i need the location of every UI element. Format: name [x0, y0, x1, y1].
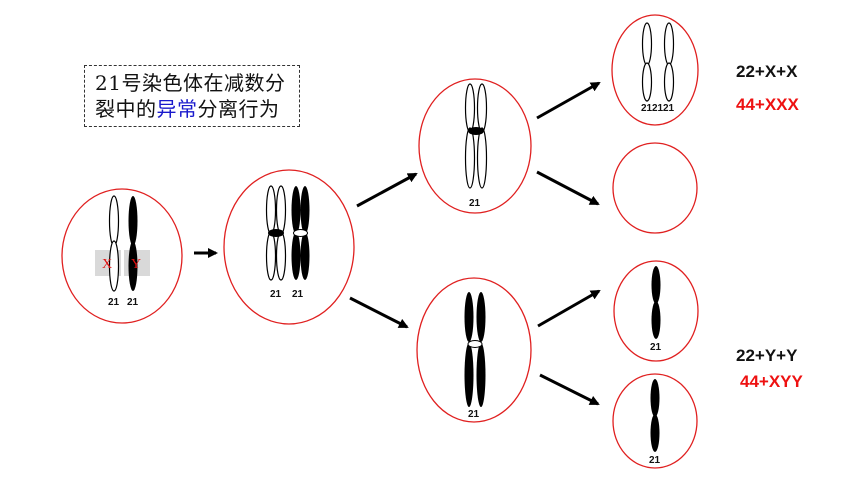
secondary-cell-top [418, 78, 532, 214]
gamete-1-chromatids [641, 22, 675, 102]
y-label: Y [131, 257, 141, 272]
gamete-cell-3 [613, 260, 699, 362]
primary-white-pair [265, 185, 287, 281]
arrow-secondary-bottom-to-gamete-4 [539, 373, 600, 406]
parent-cell [61, 188, 183, 324]
x-label: X [102, 257, 112, 272]
secondary-bottom-chromosome [464, 292, 486, 407]
result-bottom-zygote: 44+XYY [740, 372, 803, 391]
parent-chromatid-y [128, 196, 138, 291]
result-top-gamete: 22+X+X [736, 62, 798, 81]
gamete-cell-4 [612, 373, 698, 469]
title-line-1: 21号染色体在减数分 [95, 71, 286, 95]
primary-cell [223, 169, 355, 325]
secondary-cell-bottom [416, 277, 532, 423]
arrow-primary-to-secondary-bottom [349, 296, 409, 329]
title-line-2: 裂中的异常分离行为 [95, 96, 293, 122]
secondary-top-chromosome [464, 83, 488, 189]
secondary-top-label: 21 [469, 198, 481, 209]
result-bottom-gamete: 22+Y+Y [736, 346, 798, 365]
title-box: 21号染色体在减数分 裂中的异常分离行为 [84, 65, 300, 127]
arrow-secondary-bottom-to-gamete-3 [537, 289, 601, 328]
parent-chromatid-x [108, 195, 120, 292]
title-line-2-pre: 裂中的 [95, 97, 157, 121]
arrow-secondary-top-to-gamete-2 [536, 170, 600, 206]
gamete-1-label-b: 21 [652, 103, 664, 114]
gamete-4-chromatid [650, 379, 660, 452]
result-top-zygote: 44+XXX [736, 95, 799, 114]
gamete-1-label-c: 21 [663, 103, 675, 114]
primary-label-2: 21 [292, 289, 304, 300]
gamete-3-chromatid [651, 266, 661, 339]
title-line-2-post: 分离行为 [197, 97, 280, 121]
gamete-1-label-a: 21 [641, 103, 653, 114]
parent-chrom-label-2: 21 [127, 297, 139, 308]
title-highlight: 异常 [156, 97, 198, 121]
gamete-4-label: 21 [649, 455, 661, 466]
gamete-3-label: 21 [650, 342, 662, 353]
primary-label-1: 21 [270, 289, 282, 300]
gamete-cell-2-empty [612, 142, 698, 234]
arrow-primary-to-secondary-top [356, 172, 418, 208]
parent-chrom-label-1: 21 [108, 297, 120, 308]
secondary-bottom-label: 21 [468, 409, 480, 420]
arrow-secondary-top-to-gamete-1 [536, 81, 601, 120]
primary-black-pair [291, 186, 310, 280]
gamete-cell-1 [611, 14, 699, 126]
